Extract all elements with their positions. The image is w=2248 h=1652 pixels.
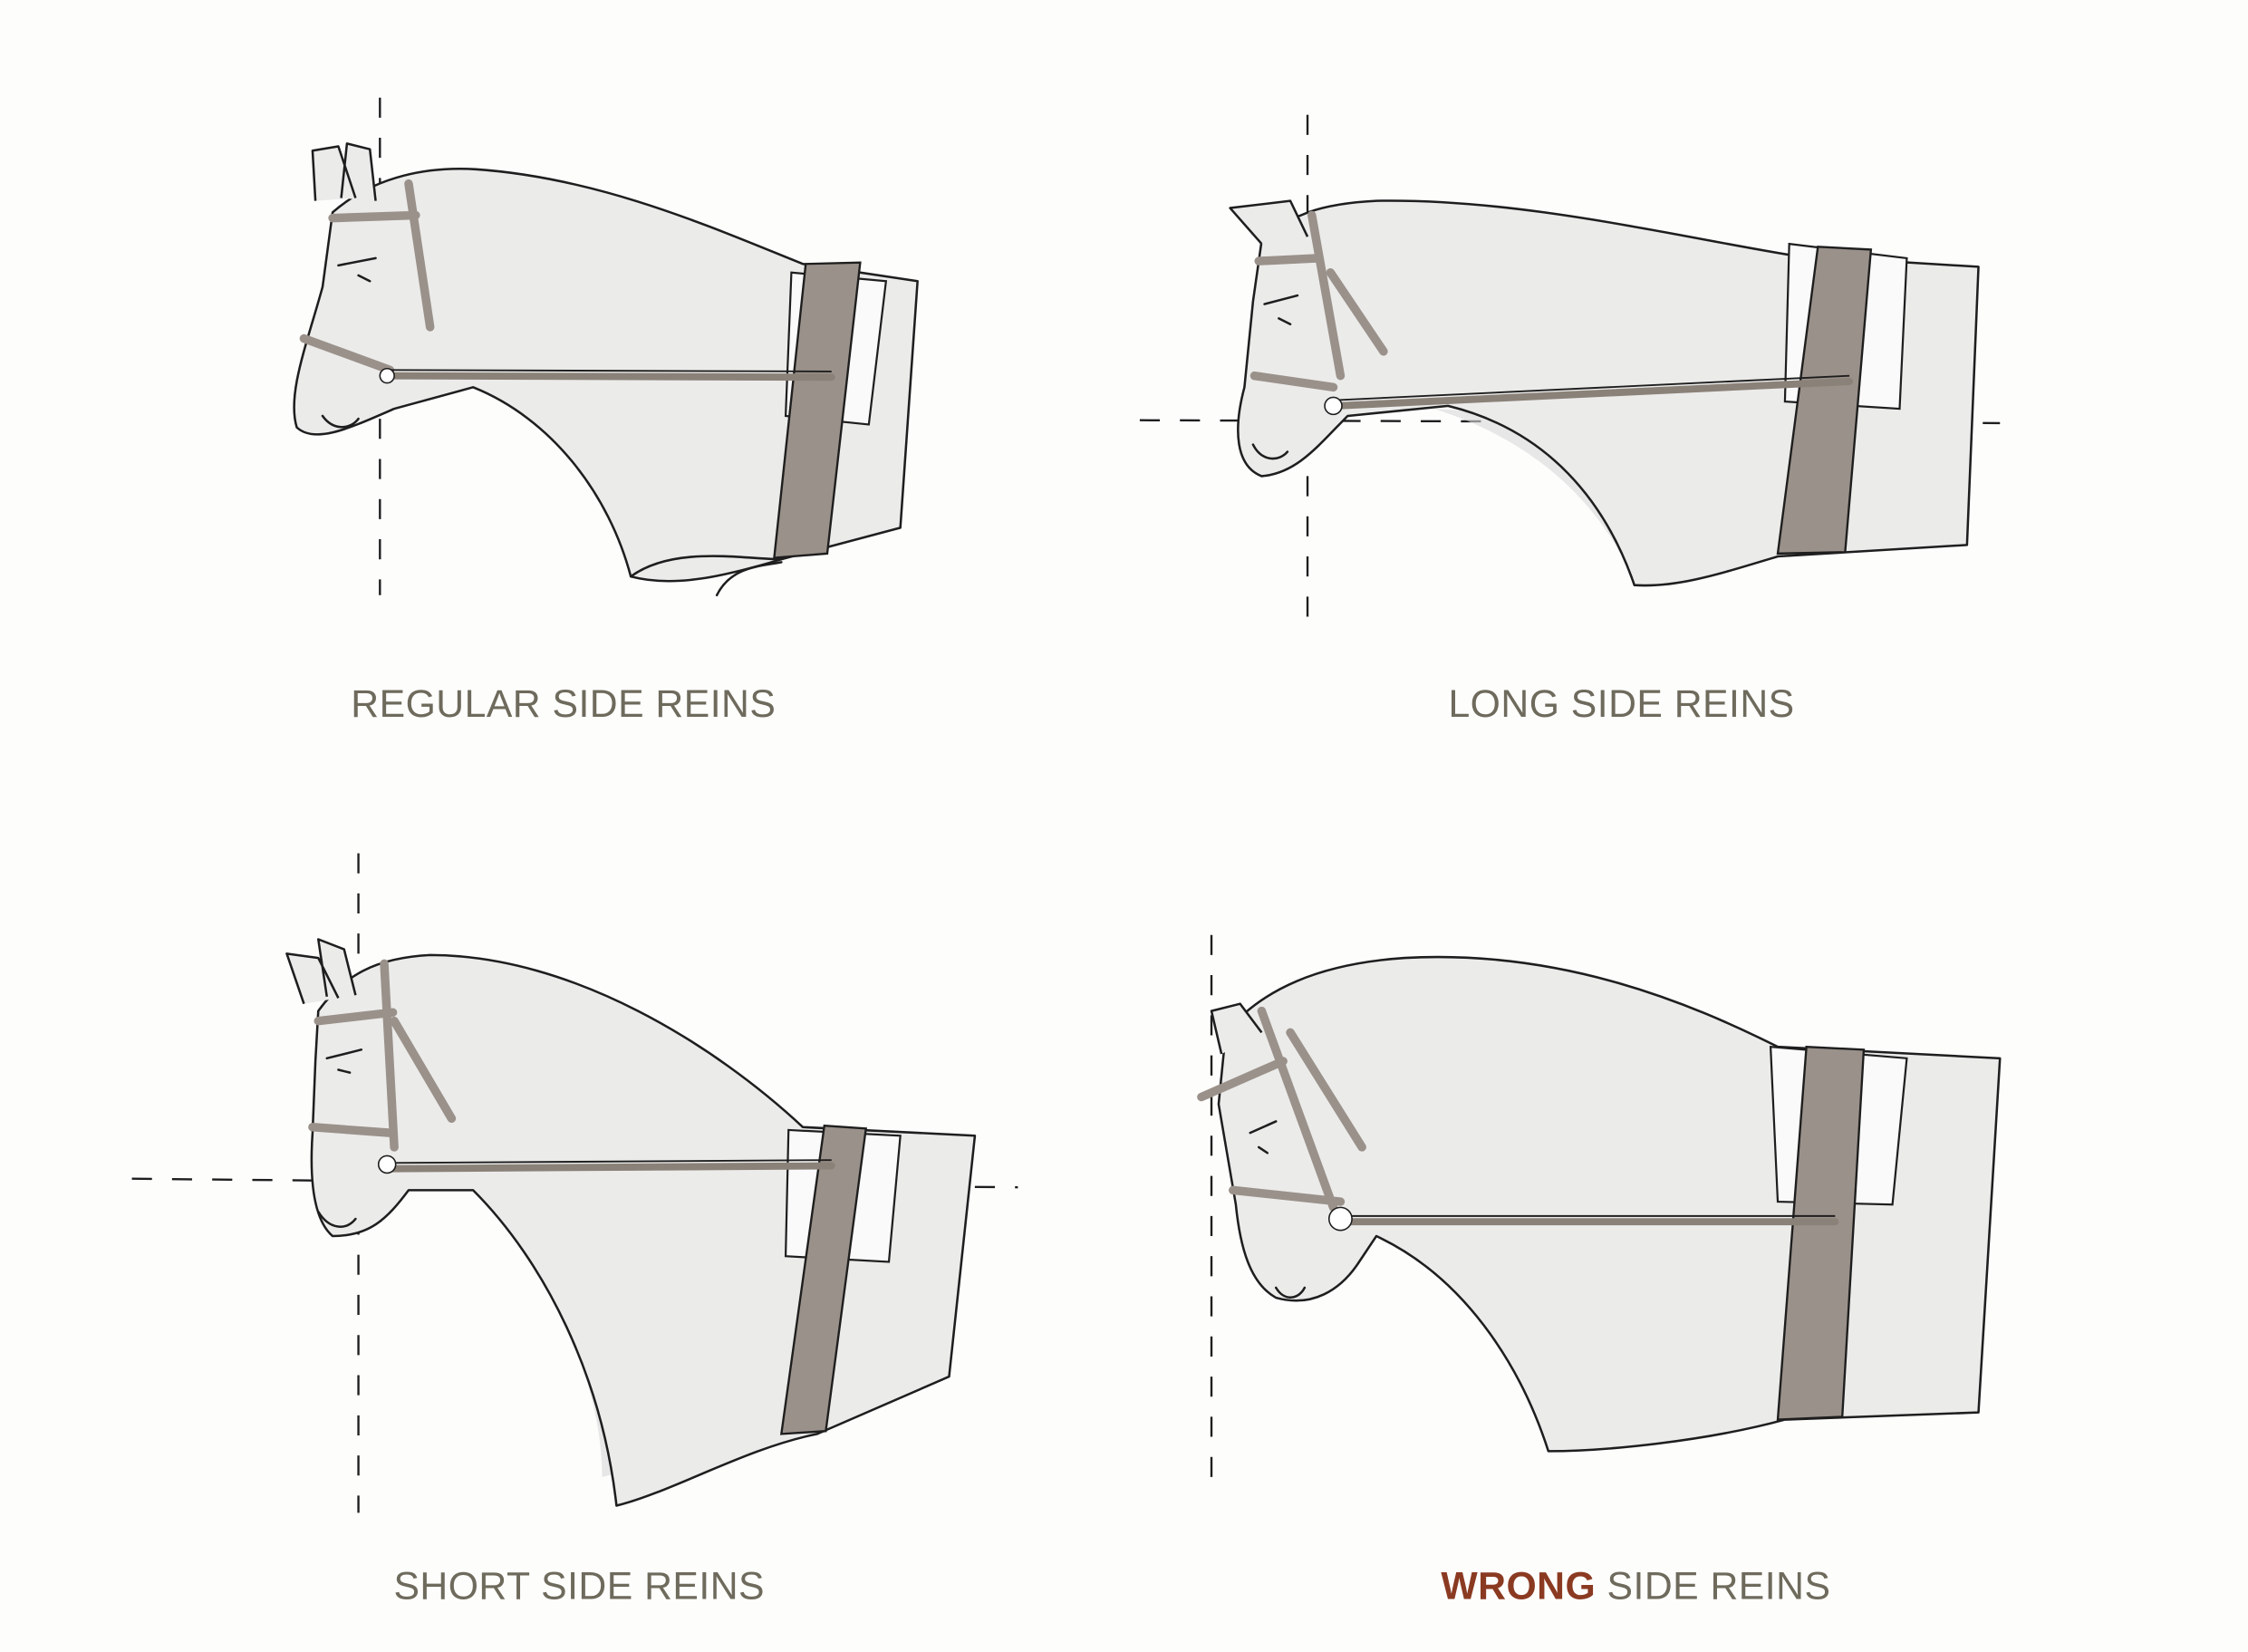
bridle [1249, 210, 1388, 392]
label-long-side-reins: LONG SIDE REINS [1448, 682, 1794, 726]
panel-long-side-reins [1139, 114, 2001, 632]
bridle [299, 179, 435, 375]
girth-band [1776, 246, 1873, 555]
panel-short-side-reins [131, 853, 1018, 1513]
label-wrong-side-reins: WRONG SIDE REINS [1441, 1564, 1830, 1608]
girth-band [1776, 1045, 1866, 1421]
label-wrong-rest: SIDE REINS [1596, 1564, 1830, 1608]
girth-band [779, 1124, 868, 1435]
bridle [308, 959, 457, 1152]
side-rein [1332, 378, 1854, 410]
label-regular-side-reins: REGULAR SIDE REINS [351, 682, 776, 726]
bridle [1197, 1006, 1366, 1212]
label-wrong-emphasis: WRONG [1441, 1564, 1596, 1608]
panel-wrong-side-reins [1197, 934, 2002, 1481]
panel-regular-side-reins [293, 97, 919, 597]
side-rein [386, 372, 835, 382]
label-short-side-reins: SHORT SIDE REINS [393, 1564, 765, 1608]
side-rein [386, 1162, 835, 1173]
horse-ear [311, 142, 377, 201]
girth-band [773, 261, 862, 559]
horse-ear [1229, 199, 1309, 245]
horse-ear [1210, 1002, 1263, 1055]
horse-ear [285, 938, 357, 1005]
